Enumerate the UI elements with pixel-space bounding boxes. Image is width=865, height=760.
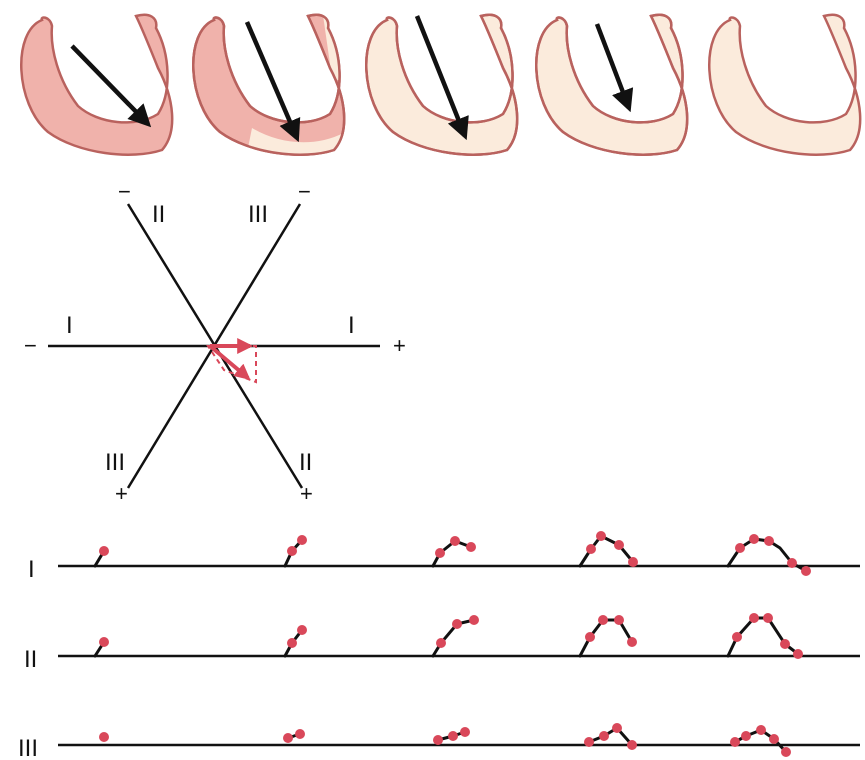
- trace-label-II: II: [24, 646, 37, 673]
- trace-dot: [596, 531, 606, 541]
- trace-dot: [614, 540, 624, 550]
- trace-dot: [435, 548, 445, 558]
- lead-III-label-bottom: III: [105, 449, 125, 476]
- trace-label-I: I: [28, 556, 35, 583]
- trace-dot: [628, 557, 638, 567]
- lead-III-label-top: III: [248, 201, 268, 228]
- heart-stage-5: [709, 15, 860, 155]
- mean-vector-projection: [208, 346, 256, 382]
- lead-II-label-top: II: [152, 201, 165, 228]
- trace-dot: [460, 727, 470, 737]
- trace-dot: [749, 534, 759, 544]
- lead-I-label-left: I: [66, 312, 73, 339]
- trace-dot: [801, 566, 811, 576]
- trace-dot: [466, 542, 476, 552]
- trace-dot: [99, 637, 109, 647]
- lead-I-label-right: I: [348, 312, 355, 339]
- trace-dot: [769, 734, 779, 744]
- trace-dot: [599, 731, 609, 741]
- ecg-row-lead-II: II: [24, 613, 860, 673]
- trace-dot: [283, 733, 293, 743]
- vector-arrow-mean: [210, 346, 248, 378]
- trace-dot: [295, 729, 305, 739]
- ecg-row-lead-I: I: [28, 531, 860, 583]
- lead-III-positive-sign: +: [115, 481, 128, 506]
- lead-I-negative-sign: −: [24, 333, 37, 358]
- trace-dot: [793, 649, 803, 659]
- trace-dot: [781, 747, 791, 757]
- trace-dot: [287, 638, 297, 648]
- trace-dot: [730, 737, 740, 747]
- trace-dot: [598, 615, 608, 625]
- trace-label-III: III: [18, 735, 38, 760]
- trace-dot: [764, 536, 774, 546]
- trace-dot: [99, 546, 109, 556]
- trace-dot: [614, 615, 624, 625]
- trace-dot: [741, 731, 751, 741]
- trace-dot: [612, 723, 622, 733]
- lead-axes-diagram: − + I I − II II + − III III +: [24, 179, 406, 506]
- heart-stage-3: [366, 8, 517, 155]
- trace-dot: [627, 637, 637, 647]
- lead-II-negative-sign: −: [118, 179, 131, 204]
- trace-dot: [297, 535, 307, 545]
- trace-dot: [756, 725, 766, 735]
- trace-dot: [452, 619, 462, 629]
- mean-vector-arrow: [597, 24, 629, 108]
- trace-dot: [780, 639, 790, 649]
- trace-dot: [749, 613, 759, 623]
- trace-dot: [433, 735, 443, 745]
- lead-II-positive-sign: +: [300, 481, 313, 506]
- heart-stage-1: [21, 15, 172, 155]
- trace-dot: [448, 731, 458, 741]
- trace-segment: [589, 728, 632, 745]
- trace-dot: [627, 740, 637, 750]
- heart-stage-2: [193, 8, 362, 178]
- trace-dot: [586, 544, 596, 554]
- trace-dot: [99, 732, 109, 742]
- trace-dot: [297, 625, 307, 635]
- trace-dot: [735, 543, 745, 553]
- ecg-row-lead-III: III: [18, 723, 860, 760]
- trace-dot: [436, 638, 446, 648]
- lead-III-negative-sign: −: [298, 179, 311, 204]
- trace-dot: [584, 737, 594, 747]
- lead-II-label-bottom: II: [299, 449, 312, 476]
- trace-dot: [585, 632, 595, 642]
- trace-dot: [450, 536, 460, 546]
- heart-stage-4: [536, 15, 687, 155]
- trace-dot: [287, 546, 297, 556]
- trace-dot: [763, 613, 773, 623]
- trace-dot: [732, 632, 742, 642]
- lead-I-positive-sign: +: [393, 333, 406, 358]
- trace-dot: [469, 615, 479, 625]
- trace-dot: [787, 558, 797, 568]
